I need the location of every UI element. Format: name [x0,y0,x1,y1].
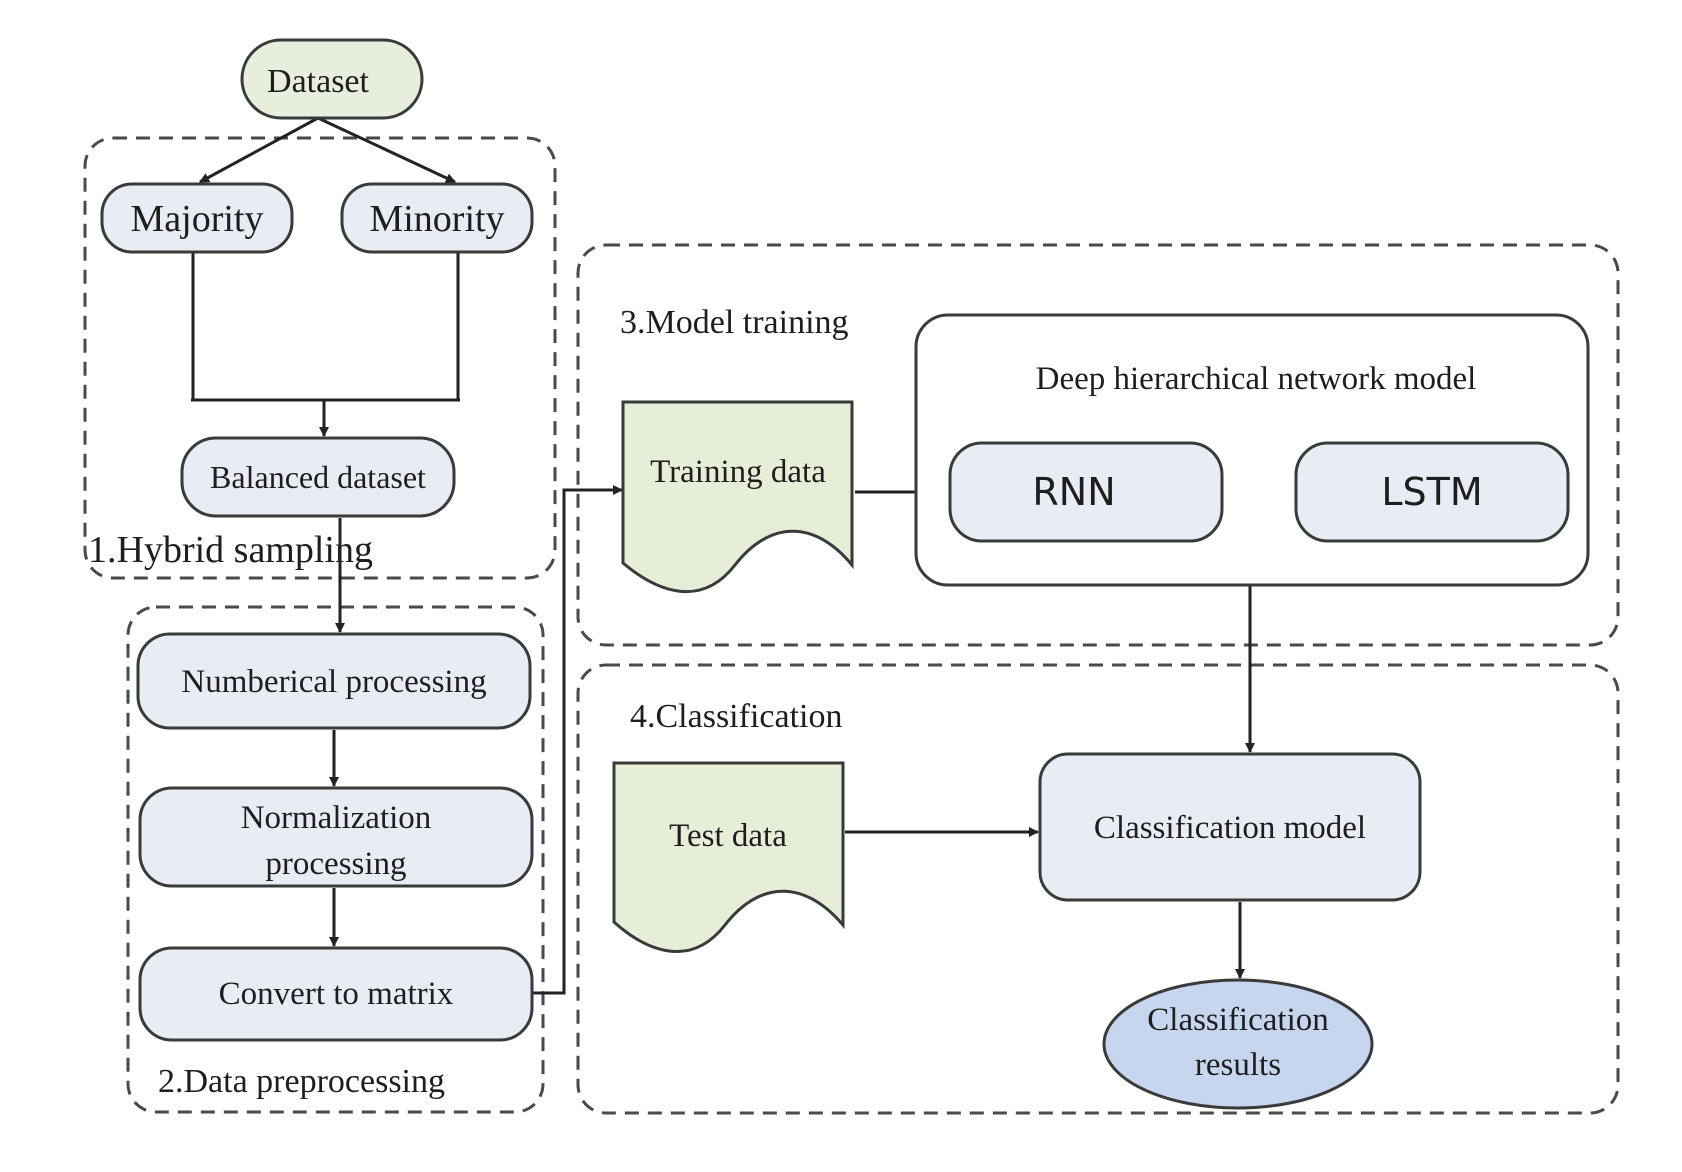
label-test-data: Test data [669,818,787,854]
label-balanced-dataset: Balanced dataset [210,459,426,495]
label-training-data: Training data [650,454,826,490]
label-normalization-line1: Normalization [241,800,432,836]
label-numerical-processing: Numberical processing [181,664,486,700]
group-label-model-training: 3.Model training [620,304,849,341]
group-label-hybrid-sampling: 1.Hybrid sampling [88,529,373,571]
label-dataset: Dataset [267,63,370,100]
group-label-data-preprocessing: 2.Data preprocessing [158,1063,445,1100]
node-majority [100,182,294,254]
label-normalization-line2: processing [265,846,406,882]
node-classification-model [1038,752,1422,902]
edge-dataset-to-majority [199,116,319,184]
group-model-training [576,243,1620,647]
group-hybrid-sampling [83,136,557,580]
group-label-classification: 4.Classification [630,698,842,735]
group-classification [576,663,1620,1115]
node-training-data [621,400,854,593]
label-rnn: RNN [1032,470,1115,514]
label-convert-to-matrix: Convert to matrix [219,976,454,1012]
node-minority [340,182,534,254]
label-results-line1: Classification [1147,1002,1328,1038]
label-deep-model: Deep hierarchical network model [1036,361,1477,397]
node-convert-to-matrix [138,946,534,1042]
label-classification-model: Classification model [1094,810,1366,846]
label-minority: Minority [369,198,504,240]
node-test-data [612,761,845,953]
label-lstm: LSTM [1381,470,1482,514]
node-lstm [1294,441,1570,543]
group-data-preprocessing [126,605,545,1114]
edge-convert-to-training [530,485,623,995]
node-balanced-dataset [180,436,456,518]
node-rnn [948,441,1224,543]
edge-dataset-to-minority [317,116,456,184]
node-normalization-processing [138,786,534,888]
node-classification-results [1102,978,1374,1110]
label-majority: Majority [131,198,264,240]
label-results-line2: results [1195,1047,1281,1083]
node-dataset [240,38,424,120]
node-numerical-processing [136,632,532,730]
